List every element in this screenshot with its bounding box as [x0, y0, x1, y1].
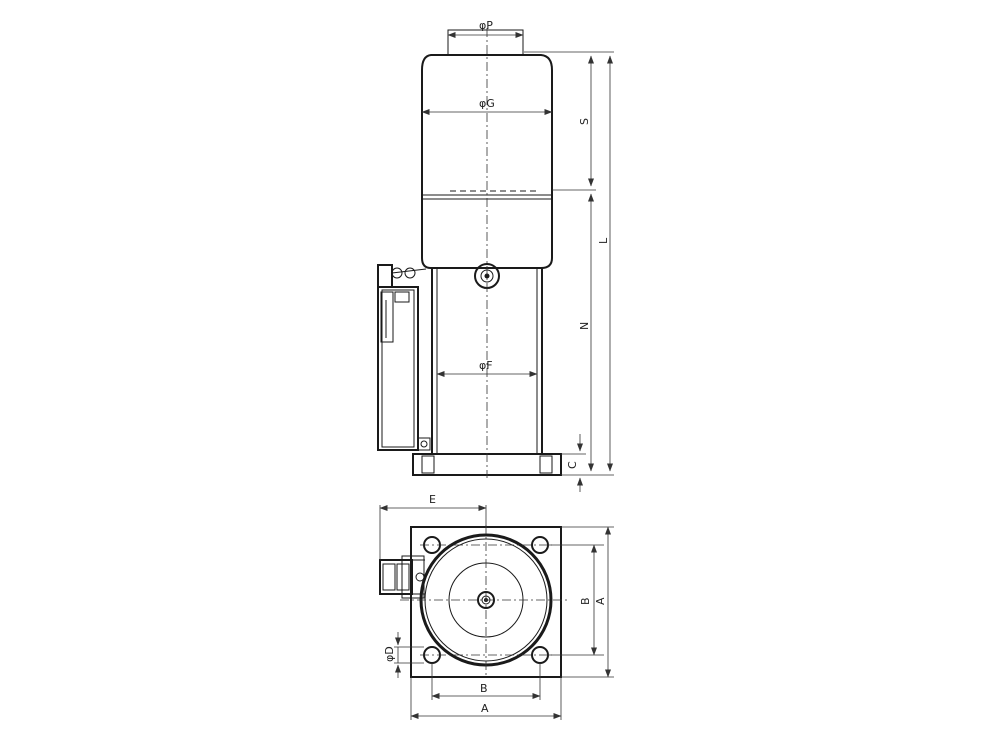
dim-phi-g: φG	[421, 97, 553, 115]
dim-l-label: L	[597, 237, 610, 244]
dim-phi-f: φF	[436, 359, 538, 377]
dim-b-side: B	[579, 544, 597, 656]
tank-body	[431, 268, 543, 455]
side-valve-assembly	[377, 264, 431, 451]
dim-phi-p-label: φP	[479, 19, 493, 32]
dim-phi-d: φD	[383, 632, 424, 678]
plan-side-valve	[379, 555, 425, 599]
dim-a-bottom-label: A	[481, 702, 489, 715]
dim-c-label: C	[566, 461, 579, 469]
dim-phi-p: φP	[447, 19, 524, 38]
dim-l: L	[597, 55, 613, 472]
side-view: φP φG φF S N L	[377, 19, 614, 492]
dim-b-side-label: B	[579, 597, 592, 605]
dim-phi-g-label: φG	[479, 97, 495, 110]
dim-n: N	[578, 193, 594, 472]
top-shaft	[447, 29, 524, 56]
dim-c: C	[566, 434, 583, 492]
dim-s-label: S	[578, 118, 591, 125]
dim-phi-f-label: φF	[479, 359, 493, 372]
dim-e-label: E	[429, 493, 436, 506]
dim-n-label: N	[578, 322, 591, 330]
plan-view: E B A B A φD	[379, 493, 614, 720]
dim-a-side-label: A	[594, 597, 607, 605]
dim-s: S	[578, 55, 594, 187]
dim-b-bottom: B	[431, 682, 541, 699]
dim-a-side: A	[594, 526, 611, 678]
dim-e: E	[379, 493, 487, 511]
dim-phi-d-label: φD	[383, 646, 396, 662]
dim-a-bottom: A	[410, 702, 562, 719]
dim-b-bottom-label: B	[480, 682, 488, 695]
